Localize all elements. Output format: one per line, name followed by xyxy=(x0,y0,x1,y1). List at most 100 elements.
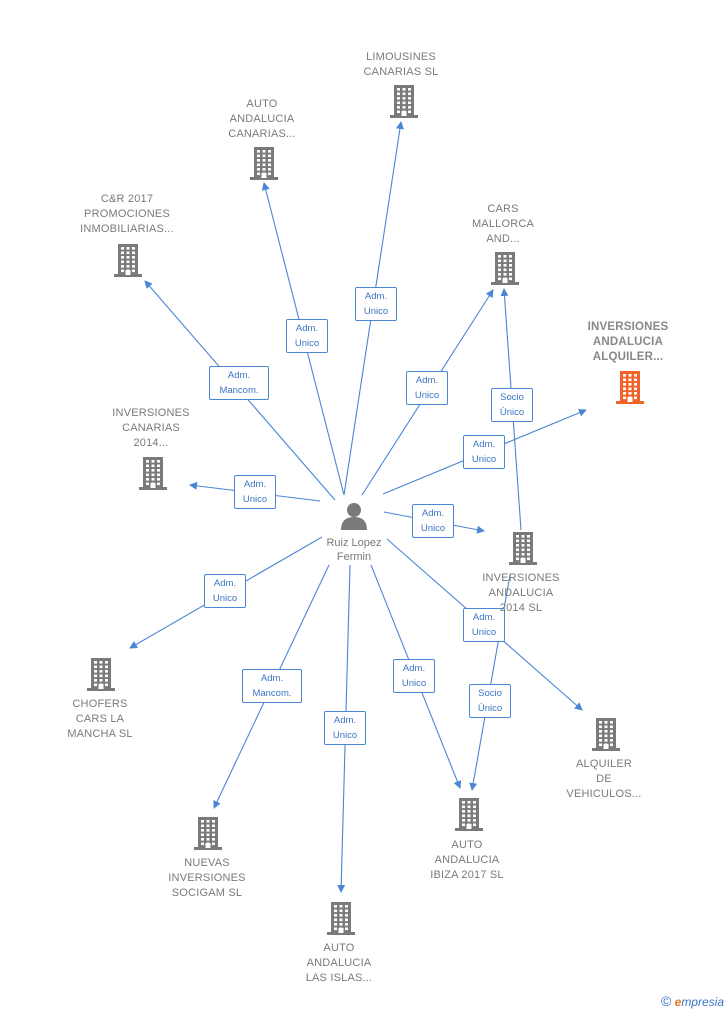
copyright-footer[interactable]: © empresia xyxy=(661,993,724,1009)
person-icon[interactable] xyxy=(338,500,370,532)
building-icon[interactable] xyxy=(85,657,117,691)
role-label-line: Adm. xyxy=(472,439,496,450)
role-label-line: Unico xyxy=(414,390,440,401)
company-name-line: SOCIGAM SL xyxy=(171,887,243,899)
company-name-line: LIMOUSINES xyxy=(366,51,436,63)
role-label[interactable]: Adm. Unico xyxy=(412,504,454,538)
building-icon[interactable] xyxy=(192,816,224,850)
company-name[interactable]: AUTO ANDALUCIA IBIZA 2017 SL xyxy=(392,838,542,883)
company-name-line: IBIZA 2017 SL xyxy=(430,869,504,881)
company-name-line: CANARIAS xyxy=(122,422,180,434)
company-name-line: ANDALUCIA xyxy=(229,113,295,125)
role-label-line: Adm. xyxy=(402,663,426,674)
building-icon[interactable] xyxy=(388,84,420,118)
role-label[interactable]: Adm. Unico xyxy=(406,371,448,405)
role-label[interactable]: Adm. Unico xyxy=(463,608,505,642)
role-label-line: Adm. xyxy=(415,375,439,386)
company-name-line: ANDALUCIA xyxy=(306,957,372,969)
person-name-line: Ruiz Lopez xyxy=(326,537,382,549)
role-label-line: Adm. xyxy=(472,612,496,623)
role-label-line: Unico xyxy=(242,494,268,505)
company-name-line: AND... xyxy=(486,233,520,245)
company-name-line: AUTO xyxy=(246,98,278,110)
role-label-line: Unico xyxy=(332,730,358,741)
company-name-line: CANARIAS SL xyxy=(363,66,439,78)
company-name-line: MALLORCA xyxy=(471,218,535,230)
building-icon[interactable] xyxy=(112,243,144,277)
role-label[interactable]: Adm. Mancom. xyxy=(209,366,269,400)
role-label[interactable]: Adm.Unico xyxy=(286,319,328,353)
company-name-line: INVERSIONES xyxy=(168,872,246,884)
company-name-line: ANDALUCIA xyxy=(488,587,554,599)
building-icon[interactable] xyxy=(489,251,521,285)
company-name[interactable]: CHOFERS CARS LA MANCHA SL xyxy=(25,697,175,742)
role-label-line: Socio xyxy=(478,688,502,699)
role-label-line: Adm. xyxy=(213,578,237,589)
role-label-line: Mancom. xyxy=(219,385,259,396)
company-name-line: ANDALUCIA xyxy=(592,336,664,348)
company-name[interactable]: CARS MALLORCA AND... xyxy=(428,202,578,247)
company-name-line: 2014... xyxy=(133,437,169,449)
company-name-line: MANCHA SL xyxy=(67,728,133,740)
company-name-line: ANDALUCIA xyxy=(434,854,500,866)
company-name-line: CARS xyxy=(487,203,519,215)
company-name-line: INVERSIONES xyxy=(587,321,669,333)
role-label-line: Unico xyxy=(294,338,320,349)
role-label[interactable]: Adm. Unico xyxy=(463,435,505,469)
role-label-line: Adm. xyxy=(227,370,251,381)
role-label-line: Adm. xyxy=(243,479,267,490)
company-name-line: AUTO xyxy=(451,839,483,851)
person-name[interactable]: Ruiz Lopez Fermin xyxy=(294,536,414,564)
building-icon[interactable] xyxy=(248,146,280,180)
company-name-line: NUEVAS xyxy=(184,857,230,869)
company-name[interactable]: INVERSIONES CANARIAS 2014... xyxy=(76,406,226,451)
role-label-line: Unico xyxy=(363,306,389,317)
role-label[interactable]: Adm. Unico xyxy=(393,659,435,693)
role-label-line: Adm. xyxy=(333,715,357,726)
company-name-line: DE xyxy=(596,773,612,785)
company-name-line: 2014 SL xyxy=(499,602,543,614)
building-icon[interactable] xyxy=(590,717,622,751)
role-label-line: Adm. xyxy=(260,673,284,684)
company-name-line: CHOFERS xyxy=(72,698,128,710)
company-name-line: ALQUILER xyxy=(575,758,632,770)
building-icon[interactable] xyxy=(453,797,485,831)
person-name-line: Fermin xyxy=(336,551,372,563)
role-label-line: Adm. xyxy=(364,291,388,302)
role-label[interactable]: Adm. Unico xyxy=(355,287,397,321)
company-name-line: CANARIAS... xyxy=(228,128,296,140)
company-name-line: PROMOCIONES xyxy=(84,208,170,220)
building-icon-highlighted[interactable] xyxy=(614,370,646,404)
role-label-line: Unico xyxy=(471,454,497,465)
brand-logo-e: e xyxy=(674,995,682,1009)
role-label-line: Único xyxy=(477,703,503,714)
brand-logo-text: mpresia xyxy=(681,995,724,1009)
role-label-line: Único xyxy=(499,407,525,418)
role-label-line: Unico xyxy=(420,523,446,534)
company-name[interactable]: LIMOUSINES CANARIAS SL xyxy=(326,50,476,80)
role-label-line: Unico xyxy=(401,678,427,689)
company-name[interactable]: AUTO ANDALUCIA CANARIAS... xyxy=(187,97,337,142)
company-name-line: LAS ISLAS... xyxy=(305,972,373,984)
building-icon[interactable] xyxy=(325,901,357,935)
copyright-symbol: © xyxy=(660,993,672,1009)
building-icon[interactable] xyxy=(507,531,539,565)
company-name-line: CARS LA xyxy=(75,713,125,725)
building-icon[interactable] xyxy=(137,456,169,490)
role-label-line: Adm. xyxy=(421,508,445,519)
role-label[interactable]: Adm.Unico xyxy=(204,574,246,608)
role-label-line: Unico xyxy=(471,627,497,638)
company-name[interactable]: NUEVAS INVERSIONES SOCIGAM SL xyxy=(132,856,282,901)
role-label-line: Mancom. xyxy=(252,688,292,699)
role-label[interactable]: Adm. Unico xyxy=(234,475,276,509)
role-label[interactable]: Adm. Mancom. xyxy=(242,669,302,703)
role-label[interactable]: Adm. Unico xyxy=(324,711,366,745)
company-name-line: INVERSIONES xyxy=(112,407,190,419)
